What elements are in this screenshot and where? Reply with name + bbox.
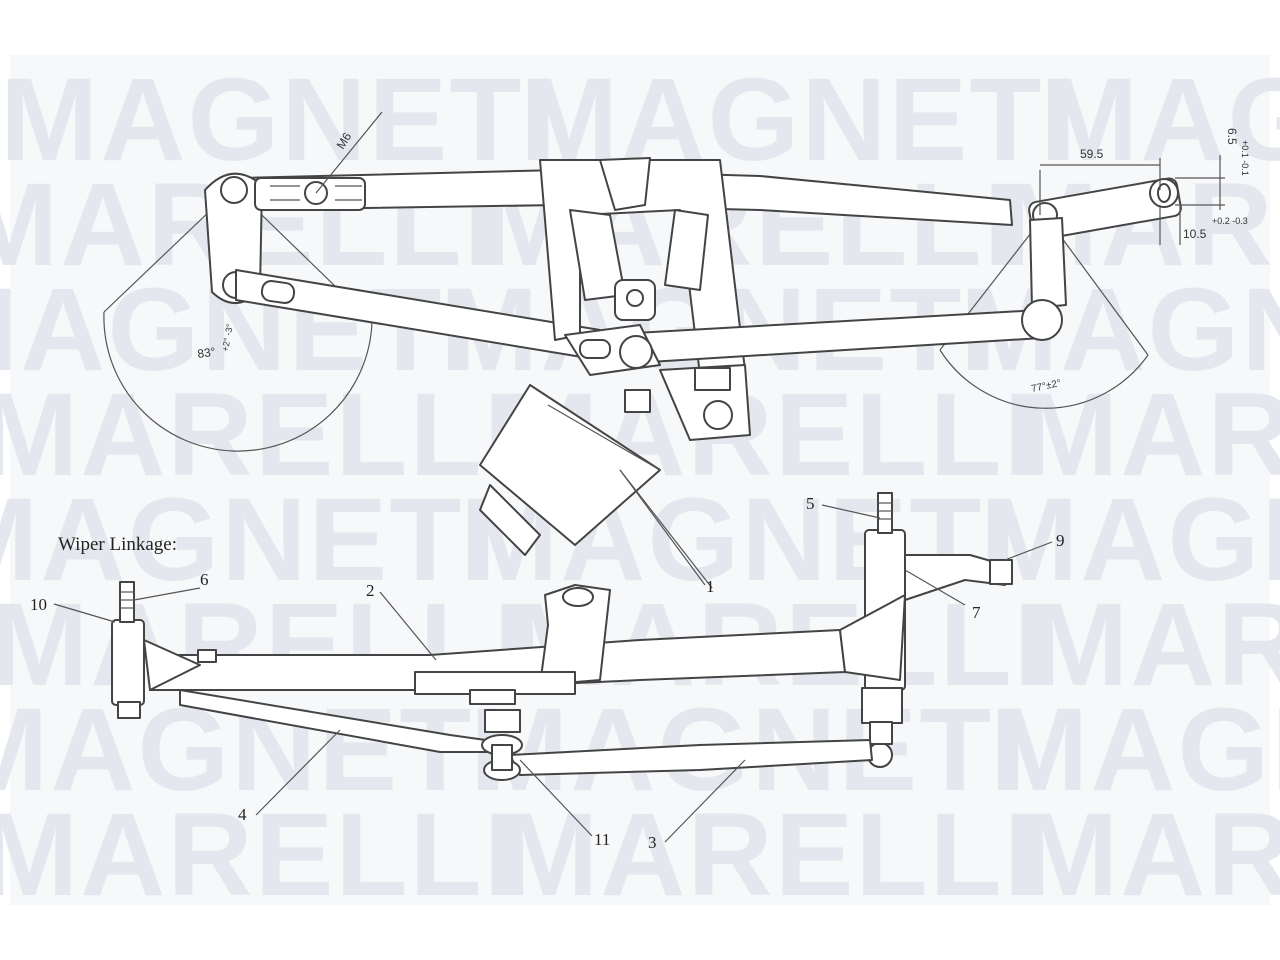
center-joint-cap bbox=[484, 709, 521, 733]
left-link-slot bbox=[260, 280, 296, 304]
watermark-row: MARELLI bbox=[0, 369, 518, 501]
watermark-row: MARELLI bbox=[1020, 369, 1280, 501]
watermark-row: MARELLI bbox=[1020, 789, 1280, 921]
dim-65-tolerance: +0.1 -0.1 bbox=[1240, 140, 1250, 176]
motor-body bbox=[479, 384, 661, 546]
dim-65-label: 6.5 bbox=[1225, 128, 1239, 145]
watermark-row: MAGNETI bbox=[0, 474, 498, 606]
side-bracket bbox=[539, 584, 611, 686]
bracket-tab-lower bbox=[469, 689, 516, 705]
left-crank-arm bbox=[204, 172, 263, 304]
link-rod-3 bbox=[509, 739, 873, 776]
diagram-title: Wiper Linkage: bbox=[58, 534, 177, 555]
callout-4: 4 bbox=[238, 805, 247, 824]
right-crank-joint bbox=[1021, 299, 1063, 341]
gearbox-connector bbox=[694, 367, 731, 391]
side-bracket-hole bbox=[562, 587, 594, 607]
gearbox-mount bbox=[703, 400, 733, 430]
leader-11 bbox=[519, 759, 593, 837]
motor-crank-pin bbox=[619, 335, 653, 369]
callout-2: 2 bbox=[366, 581, 375, 600]
leader-5 bbox=[821, 504, 881, 519]
left-angle-tolerance: +2° -3° bbox=[220, 323, 235, 353]
callout-11: 11 bbox=[594, 830, 610, 849]
left-pivot-web bbox=[143, 639, 201, 691]
dim-105-label: 10.5 bbox=[1183, 227, 1207, 241]
leader-2 bbox=[379, 591, 437, 661]
left-spindle bbox=[119, 581, 135, 623]
watermark-row: MAGNETI bbox=[0, 54, 558, 186]
bracket-tab bbox=[599, 157, 651, 211]
watermark-row: MARELLI bbox=[500, 789, 1038, 921]
callout-7: 7 bbox=[972, 603, 981, 622]
dim-59-label: 59.5 bbox=[1080, 147, 1104, 161]
callout-1: 1 bbox=[706, 577, 715, 596]
callout-leader-1 bbox=[619, 469, 706, 586]
left-pivot-nut bbox=[117, 701, 141, 719]
bolt-leader bbox=[315, 111, 383, 194]
dim-105-tolerance: +0.2 -0.3 bbox=[1212, 216, 1248, 226]
callout-9: 9 bbox=[1056, 531, 1065, 550]
right-pivot-web bbox=[839, 594, 906, 681]
watermark-row: MARELLI bbox=[0, 789, 518, 921]
center-joint-stem bbox=[491, 744, 513, 771]
callout-6: 6 bbox=[200, 570, 209, 589]
top-view-assembly: M6 59.5 bbox=[103, 111, 1250, 586]
left-sweep-arc bbox=[103, 311, 373, 452]
bracket-boss-hole bbox=[626, 289, 644, 307]
callout-10: 10 bbox=[30, 595, 47, 614]
watermark-row: MAGNETI bbox=[980, 474, 1280, 606]
leader-1 bbox=[619, 469, 713, 589]
callout-5: 5 bbox=[806, 494, 815, 513]
callout-3: 3 bbox=[648, 833, 657, 852]
motor-crank-slot bbox=[579, 339, 611, 359]
bracket-window-right bbox=[664, 209, 709, 291]
right-crank-arm bbox=[1029, 217, 1067, 309]
leader-7 bbox=[904, 569, 966, 606]
watermark-row: MAGNETI bbox=[990, 684, 1280, 816]
right-lower-bush bbox=[869, 721, 893, 745]
leader-9 bbox=[1004, 541, 1053, 561]
left-pivot-body bbox=[111, 619, 145, 706]
side-view-assembly: Wiper Linkage: bbox=[30, 469, 1065, 852]
motor-plug bbox=[624, 389, 651, 413]
right-pivot-eye-hole bbox=[1157, 183, 1171, 203]
watermark-row: MARELLI bbox=[1030, 579, 1280, 711]
right-spindle bbox=[877, 492, 893, 534]
leader-6 bbox=[133, 587, 201, 601]
left-pivot-bolt bbox=[220, 176, 248, 204]
motor-endcap bbox=[479, 484, 541, 556]
right-arm-eye bbox=[989, 559, 1013, 585]
right-pivot-lower bbox=[861, 687, 903, 724]
leader-3 bbox=[664, 759, 746, 843]
motor-body-edge bbox=[547, 404, 661, 471]
leader-4 bbox=[255, 729, 341, 816]
leader-10 bbox=[53, 603, 116, 623]
right-sweep-arc bbox=[939, 349, 1149, 409]
tube-clip bbox=[197, 649, 217, 663]
left-angle-label: 83° bbox=[196, 345, 216, 361]
